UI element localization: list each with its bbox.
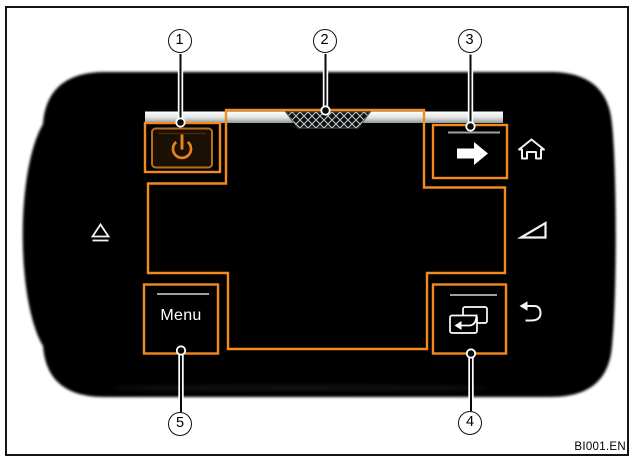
body-sheen [110, 384, 490, 392]
callout-1: 1 [167, 28, 192, 53]
touchscreen-highlight-outline [146, 108, 507, 351]
home-icon [518, 138, 545, 160]
view-switch-button [449, 294, 497, 334]
figure-code: BI001.EN [574, 441, 626, 453]
callout-5: 5 [168, 411, 192, 436]
volume-icon [516, 221, 547, 239]
menu-button-label: Menu [160, 307, 202, 324]
callout-dots [175, 105, 477, 359]
callout-lines [175, 54, 477, 412]
back-icon [519, 301, 542, 322]
callout-4: 4 [458, 410, 482, 435]
power-button [151, 127, 213, 169]
view-switch-icon [449, 306, 488, 334]
callout-3: 3 [457, 29, 482, 53]
arrow-right-icon [457, 142, 488, 165]
callout-2: 2 [312, 28, 337, 53]
speaker-grille [284, 111, 372, 129]
figure-border [5, 6, 629, 456]
power-icon [171, 134, 193, 160]
forward-button [448, 131, 500, 165]
eject-icon [90, 222, 111, 242]
